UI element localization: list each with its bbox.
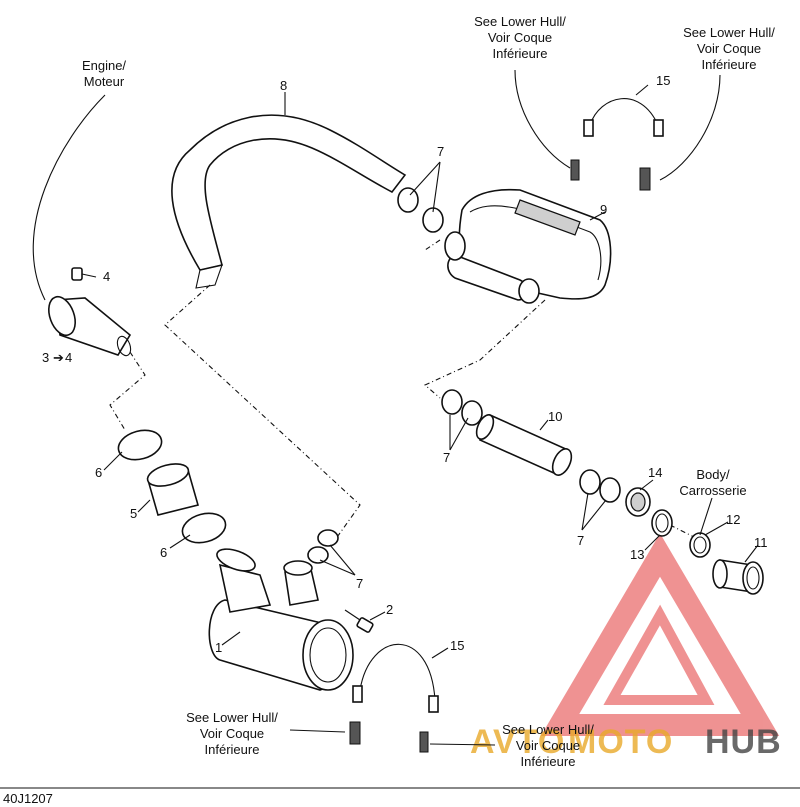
part-number-12: 12 [726,512,740,527]
part-10-tube [475,413,573,476]
part-9-muffler-box [444,188,612,301]
watermark-logo [540,533,780,736]
part-number-4b: 4 [65,350,72,365]
callout-lower-hull-top-left: See Lower Hull/ Voir Coque Inférieure [474,14,566,61]
part-number-2: 2 [386,602,393,617]
part-number-labels: 1 2 3 ➔ 4 4 5 6 6 7 7 7 7 8 9 10 11 12 1… [42,73,768,655]
part-15-strap-bottom [349,643,439,753]
part-5-coupler [146,463,199,516]
part-number-1: 1 [215,640,222,655]
part-6-clamps [117,429,227,544]
part-2-sensor [344,609,374,633]
callout-lower-hull-br-line-1: See Lower Hull/ [502,722,594,737]
callout-lower-hull-bl-line-1: See Lower Hull/ [186,710,278,725]
callout-lower-hull-tl-line-1: See Lower Hull/ [474,14,566,29]
callout-lower-hull-tr-line-3: Inférieure [702,57,757,72]
callout-lower-hull-tr-line-2: Voir Coque [697,41,761,56]
callout-engine: Engine/ Moteur [82,58,126,89]
callout-lower-hull-bottom-left: See Lower Hull/ Voir Coque Inférieure [186,710,278,757]
callout-lower-hull-bl-line-2: Voir Coque [200,726,264,741]
callout-body-line-1: Body/ [696,467,730,482]
part-number-15a: 15 [656,73,670,88]
part-number-3: 3 [42,350,49,365]
callout-lower-hull-tr-line-1: See Lower Hull/ [683,25,775,40]
watermark-word-3: HUB [705,723,782,761]
part-number-10: 10 [548,409,562,424]
part-3-outlet-pipe [48,295,132,357]
part-number-13: 13 [630,547,644,562]
figure-id: 40J1207 [3,791,53,806]
part-number-15b: 15 [450,638,464,653]
callout-engine-line-2: Moteur [84,74,125,89]
callout-body-line-2: Carrosserie [679,483,746,498]
part-number-6a: 6 [95,465,102,480]
part-8-hose [171,114,407,289]
part-13-ring [651,509,673,537]
part-number-11: 11 [754,535,768,550]
callout-lower-hull-bottom-right: See Lower Hull/ Voir Coque Inférieure [502,722,594,769]
callout-lower-hull-br-line-2: Voir Coque [516,738,580,753]
part-12-ring [689,532,711,558]
callout-engine-line-1: Engine/ [82,58,126,73]
part-11-outlet [712,559,764,595]
part-number-6b: 6 [160,545,167,560]
callout-lower-hull-top-right: See Lower Hull/ Voir Coque Inférieure [683,25,775,72]
callout-lower-hull-bl-line-3: Inférieure [205,742,260,757]
callout-lower-hull-tl-line-2: Voir Coque [488,30,552,45]
callout-lower-hull-br-line-3: Inférieure [521,754,576,769]
watermark-text: AVTO MOTO HUB [470,723,782,761]
part-number-8: 8 [280,78,287,93]
part-4-plug [71,267,83,281]
part-number-14: 14 [648,465,662,480]
part-15-strap-top [570,98,664,191]
callout-lower-hull-tl-line-3: Inférieure [493,46,548,61]
part-1-muffler [208,548,354,691]
part-number-7a: 7 [437,144,444,159]
part-14-flange [625,487,651,517]
callout-body: Body/ Carrosserie [679,467,746,498]
part-number-9: 9 [600,202,607,217]
part-number-7d: 7 [356,576,363,591]
watermark-word-1: AVTO [470,723,565,761]
leader-arrows [32,69,759,746]
watermark-word-2: MOTO [568,723,673,761]
part-number-7c: 7 [577,533,584,548]
part-number-3-arrow: ➔ [53,350,64,365]
part-number-7b: 7 [443,450,450,465]
flow-path-lines [109,239,701,541]
part-number-5: 5 [130,506,137,521]
part-number-4a: 4 [103,269,110,284]
